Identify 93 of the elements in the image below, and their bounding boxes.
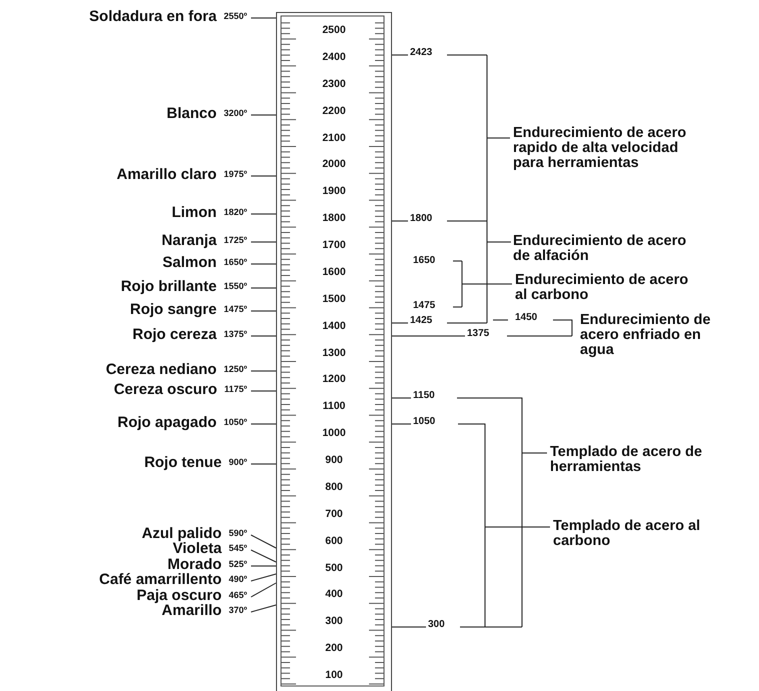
temperature-value: 370º xyxy=(228,605,247,615)
temperature-value: 1820º xyxy=(224,207,247,217)
color-name: Cereza nediano xyxy=(106,361,217,378)
color-name: Rojo sangre xyxy=(130,301,217,318)
leader-line xyxy=(250,534,276,548)
scale-value: 2100 xyxy=(321,132,347,144)
scale-value: 1100 xyxy=(322,400,346,412)
temperature-value: 1050 xyxy=(413,416,436,428)
leader-line xyxy=(392,220,408,222)
temperature-value: 1800 xyxy=(410,213,432,225)
scale-value: 1600 xyxy=(321,266,347,278)
scale-value: 500 xyxy=(324,562,344,574)
scale-value: 700 xyxy=(324,508,344,520)
color-name: Soldadura en fora xyxy=(89,8,217,25)
scale-value: 600 xyxy=(324,534,344,547)
scale-value: 1300 xyxy=(321,346,347,358)
leader-line xyxy=(392,626,426,628)
temperature-value: 1475º xyxy=(224,304,247,314)
scale-value: 1800 xyxy=(321,212,347,224)
temperature-value: 2423 xyxy=(410,47,432,59)
annotation-text: Endurecimiento de acero al carbono xyxy=(515,273,690,303)
leader-line xyxy=(250,582,276,598)
scale-value: 1000 xyxy=(321,427,347,440)
scale-value: 400 xyxy=(324,588,344,600)
color-name: Cereza oscuro xyxy=(114,381,218,398)
temperature-value: 1175º xyxy=(224,384,247,394)
leader-line xyxy=(250,114,276,116)
annotation-text: Endurecimiento de acero rapido de alta velocidad para herramientas xyxy=(513,126,688,171)
temperature-value: 1375 xyxy=(467,328,490,340)
temperature-value: 1450 xyxy=(515,312,538,324)
scale-value: 200 xyxy=(324,642,344,654)
color-name: Salmon xyxy=(162,254,217,271)
color-name: Amarillo xyxy=(162,602,222,619)
scale-value: 1900 xyxy=(321,185,347,198)
temperature-value: 545º xyxy=(228,543,247,553)
leader-line xyxy=(392,54,408,56)
scale-value: 2300 xyxy=(321,78,347,90)
leader-line xyxy=(250,574,276,582)
scale-value: 300 xyxy=(324,615,344,628)
color-name: Morado xyxy=(168,556,222,573)
color-name: Violeta xyxy=(172,540,222,557)
temperature-value: 1650 xyxy=(413,255,436,267)
color-name: Paja oscuro xyxy=(136,587,222,604)
annotation-text: Endurecimiento de acero de alfación xyxy=(513,234,688,264)
color-name: Rojo brillante xyxy=(120,278,217,295)
color-name: Rojo apagado xyxy=(118,414,217,431)
annotation-text: Templado de acero de herramientas xyxy=(550,445,704,475)
leader-line xyxy=(250,370,276,372)
leader-line xyxy=(392,322,408,324)
thermometer-scale xyxy=(276,12,392,691)
annotation-text: Templado de acero al carbono xyxy=(553,519,702,549)
temperature-value: 300 xyxy=(428,619,445,631)
color-name: Rojo cereza xyxy=(132,326,217,343)
temperature-value: 1050º xyxy=(224,417,247,427)
temperature-value: 465º xyxy=(228,590,247,600)
temperature-value: 3200º xyxy=(224,108,247,118)
color-name: Azul palido xyxy=(142,525,222,542)
temperature-value: 1425 xyxy=(410,315,432,327)
temperature-value: 1150 xyxy=(413,390,435,402)
scale-value: 1400 xyxy=(321,320,347,332)
temperature-value: 2550º xyxy=(224,11,247,21)
color-name: Rojo tenue xyxy=(144,454,222,471)
leader-line xyxy=(250,550,276,562)
temperature-value: 1475 xyxy=(413,300,436,312)
scale-value: 800 xyxy=(324,480,344,493)
color-name: Naranja xyxy=(162,232,217,249)
leader-line xyxy=(250,310,276,312)
scale-value: 2200 xyxy=(321,104,347,117)
scale-value: 1700 xyxy=(321,239,347,251)
temperature-value: 1375º xyxy=(224,329,247,339)
leader-line xyxy=(250,390,276,392)
temperature-value: 1975º xyxy=(224,169,247,179)
scale-value: 900 xyxy=(324,454,344,466)
color-name: Blanco xyxy=(166,105,217,122)
temperature-value: 900º xyxy=(228,457,247,467)
temperature-value: 590º xyxy=(228,528,247,538)
color-name: Amarillo claro xyxy=(116,166,217,183)
temperature-value: 1725º xyxy=(224,235,247,245)
scale-value: 2500 xyxy=(321,24,347,36)
temperature-value: 1650º xyxy=(224,257,247,267)
scale-value: 100 xyxy=(324,669,344,681)
scale-value: 2400 xyxy=(321,50,347,63)
annotation-text: Endurecimiento de acero enfriado en agua xyxy=(580,313,712,358)
scale-value: 1500 xyxy=(321,292,347,305)
scale-value: 1200 xyxy=(321,373,347,386)
color-name: Café amarrillento xyxy=(99,571,222,588)
color-name: Limon xyxy=(172,204,217,221)
leader-line xyxy=(250,604,276,612)
temperature-value: 1250º xyxy=(224,364,247,374)
temperature-value: 490º xyxy=(228,574,247,584)
temperature-value: 525º xyxy=(228,559,247,569)
temperature-value: 1550º xyxy=(224,281,247,291)
scale-value: 2000 xyxy=(321,158,347,170)
